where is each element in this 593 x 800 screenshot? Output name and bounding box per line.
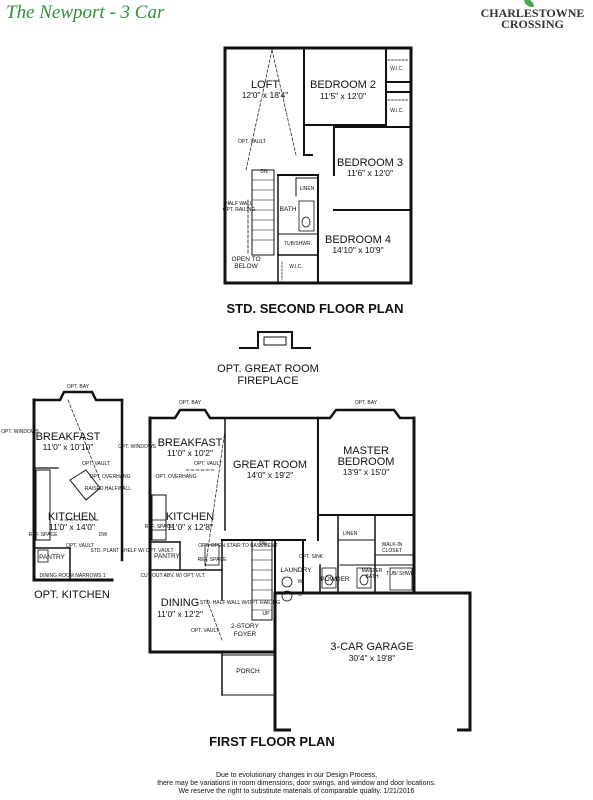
bedroom2-dims: 11'5" x 12'0"	[320, 91, 366, 101]
cut-out-note: CUT OUT ABV. W/ OPT. VLT.	[140, 573, 205, 579]
pantry-label-k: PANTRY	[39, 554, 65, 561]
opt-vault-note-k2: OPT. VAULT	[66, 543, 94, 549]
fireplace-line2: FIREPLACE	[237, 375, 298, 387]
bedroom3-dims: 11'6" x 12'0"	[347, 168, 393, 178]
brand-logo: Charlestowne Crossing	[480, 0, 585, 31]
opt-vault-note: OPT. VAULT	[238, 139, 266, 145]
pantry-label: PANTRY	[154, 553, 180, 560]
foyer-label-2: FOYER	[234, 631, 257, 638]
ref-space-note-1: REF. SPACE	[145, 524, 174, 530]
opt-kitchen-label: KITCHEN	[48, 511, 96, 523]
opt-sink-note: OPT. SINK	[299, 554, 324, 560]
disclaimer-footer: Due to evolutionary changes in our Desig…	[60, 772, 533, 796]
loft-dims: 12'0" x 18'4"	[242, 90, 289, 100]
powder-label: POWDER	[320, 576, 350, 583]
dw-note-k: DW	[99, 532, 108, 538]
ref-space-note-2: REF. SPACE	[198, 557, 227, 563]
opt-bay-note-k: OPT. BAY	[67, 384, 90, 390]
opt-overhang-note-k: OPT. OVERHANG	[89, 474, 130, 480]
porch-label: PORCH	[236, 668, 260, 675]
fireplace-line1: OPT. GREAT ROOM	[217, 363, 319, 375]
opt-overhang-note-1: OPT. OVERHANG	[155, 474, 196, 480]
first-floor-heading: FIRST FLOOR PLAN	[209, 734, 335, 749]
opt-open-stair-note: OPT. OPEN STAIR TO BASEMENT	[198, 543, 277, 549]
great-room-dims: 14'0" x 19'2"	[247, 470, 294, 480]
opt-windows-note-1: OPT. WINDOWS	[118, 444, 156, 450]
garage-dims: 30'4" x 19'8"	[349, 653, 396, 663]
wic-label-1: W.I.C.	[390, 66, 404, 72]
wic-label-2: W.I.C.	[390, 108, 404, 114]
below-note: BELOW	[234, 263, 258, 270]
washer-note: W	[298, 579, 303, 585]
bedroom2-label: BEDROOM 2	[310, 79, 376, 91]
opt-windows-note-k: OPT. WINDOWS	[1, 429, 39, 435]
footer-line-2: there may be variations in room dimensio…	[157, 780, 436, 787]
second-floor-heading: STD. SECOND FLOOR PLAN	[227, 301, 404, 316]
dn-note: DN	[260, 169, 268, 175]
opt-vault-note-k: OPT. VAULT	[82, 461, 110, 467]
opt-vault-note-1: OPT. VAULT	[194, 461, 222, 467]
opt-breakfast-label: BREAKFAST	[36, 431, 101, 443]
breakfast-label: BREAKFAST	[158, 437, 223, 449]
laundry-label: LAUNDRY	[281, 567, 313, 574]
bath-label: BATH	[280, 206, 297, 213]
linen-note-1: LINEN	[343, 531, 358, 537]
opt-kitchen-dims: 11'0" x 14'0"	[49, 522, 95, 532]
tub-note: TUB/SHWR.	[284, 241, 312, 247]
opt-bay-note-1: OPT. BAY	[179, 400, 202, 406]
brand-line2: Crossing	[501, 17, 564, 31]
first-floor-walls	[148, 408, 472, 732]
open-to-note: OPEN TO	[231, 256, 260, 263]
half-wall-note: HALF WALL	[225, 201, 253, 207]
master-bath-label-1: MASTER	[362, 568, 383, 574]
brand-line1: Charlestowne	[480, 6, 585, 20]
std-plant-note: STD. PLANT SHELF W/ OPT. VAULT	[90, 548, 173, 554]
wic-label-3: W.I.C.	[289, 264, 303, 270]
dn-note-1: DN	[259, 541, 267, 547]
std-half-wall-note: STD. HALF WALL W/OPT. RAILING	[200, 600, 280, 606]
opt-kitchen-heading: OPT. KITCHEN	[34, 589, 110, 601]
great-room-label: GREAT ROOM	[233, 459, 307, 471]
fireplace-labels: OPT. GREAT ROOM FIREPLACE	[217, 363, 319, 387]
walkin-label-1: WALK-IN	[382, 542, 403, 548]
footer-line-1: Due to evolutionary changes in our Desig…	[215, 772, 378, 779]
walkin-label-2: CLOSET	[382, 548, 402, 554]
tub-note-1: TUB/ SHWR.	[386, 571, 415, 577]
opt-breakfast-dims: 11'0" x 10'10"	[43, 442, 94, 452]
second-floor-walls	[223, 46, 413, 285]
ref-space-note-k: REF. SPACE	[29, 532, 58, 538]
opt-bay-note-2: OPT. BAY	[355, 400, 378, 406]
leaf-icon	[524, 0, 534, 7]
bedroom4-label: BEDROOM 4	[325, 234, 391, 246]
opt-railing-note: OPT. RAILING	[223, 207, 256, 213]
garage-label: 3-CAR GARAGE	[330, 641, 413, 653]
raised-halfwall-note: RAISED HALFWALL	[85, 486, 131, 492]
second-floor-labels: LOFT 12'0" x 18'4" BEDROOM 2 11'5" x 12'…	[223, 66, 404, 316]
footer-line-3: We reserve the right to substitute mater…	[178, 788, 415, 795]
bedroom4-dims: 14'10" x 10'9"	[332, 245, 383, 255]
master-dims: 13'9" x 15'0"	[343, 467, 390, 477]
kitchen-label: KITCHEN	[166, 511, 214, 523]
breakfast-dims: 11'0" x 10'2"	[167, 448, 213, 458]
opt-vault-note-2: OPT. VAULT	[191, 628, 219, 634]
master-label-1: MASTER	[343, 445, 389, 457]
master-bath-label-2: BATH	[366, 574, 379, 580]
linen-note: LINEN	[300, 186, 315, 192]
opt-kitchen-walls	[32, 390, 124, 582]
loft-label: LOFT	[251, 79, 279, 91]
fireplace-drawing	[239, 331, 311, 349]
kitchen-dims: 11'0" x 12'8"	[167, 522, 213, 532]
dryer-note: D	[298, 592, 302, 598]
up-note: UP	[263, 611, 271, 617]
master-label-2: BEDROOM	[338, 456, 395, 468]
opt-kitchen-labels: OPT. BAY OPT. WINDOWS BREAKFAST 11'0" x …	[1, 384, 173, 601]
dining-dims: 11'0" x 12'2"	[157, 609, 203, 619]
first-floor-labels: OPT. BAY OPT. BAY OPT. WINDOWS BREAKFAST…	[118, 400, 416, 749]
plan-title: The Newport - 3 Car	[6, 2, 165, 23]
dining-label: DINING	[161, 597, 200, 609]
foyer-label-1: 2-STORY	[231, 623, 260, 630]
bedroom3-label: BEDROOM 3	[337, 157, 403, 169]
dining-narrows-note: DINING ROOM NARROWS 1'	[39, 573, 106, 579]
